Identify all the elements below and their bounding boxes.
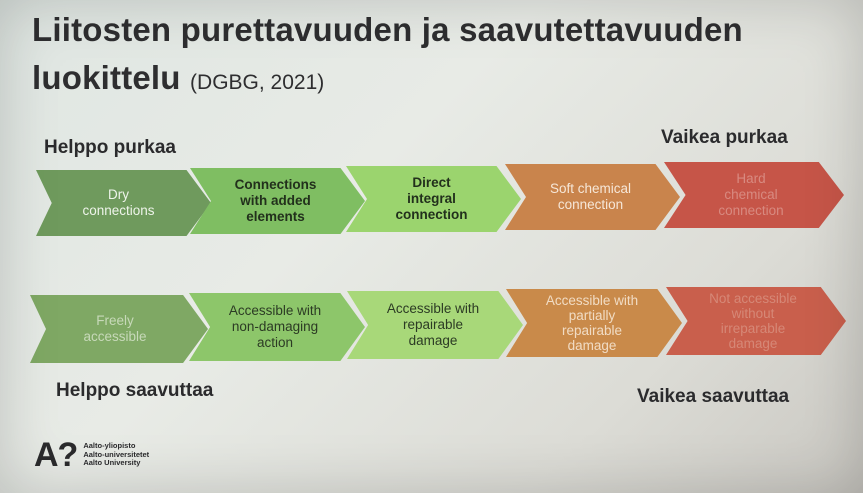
logo-line: Aalto University [83, 458, 141, 468]
title-text: Liitosten purettavuuden ja saavutettavuu… [32, 11, 743, 96]
chevron-line: accessible [83, 329, 147, 344]
chevron-freely-accessible: Freely accessible [30, 295, 208, 363]
chevron-text: Dry connections [82, 187, 154, 219]
chevron-line: Hard [736, 171, 766, 186]
chevron-line: integral [407, 191, 456, 206]
logo-mark: A? [34, 436, 78, 474]
chevron-line: without [731, 306, 775, 321]
chevron-line: Accessible with [228, 303, 322, 318]
chevron-text: Accessible with partially repairable dam… [546, 293, 638, 353]
chevron-soft-chemical: Soft chemical connection [505, 164, 680, 230]
chevron-text: Connections with added elements [235, 177, 317, 225]
logo-line: Aalto-yliopisto [83, 441, 136, 451]
chevron-repairable-damage: Accessible with repairable damage [347, 291, 523, 359]
chevron-line: repairable [402, 317, 464, 332]
chevron-dry-connections: Dry connections [36, 170, 211, 236]
chevron-line: Accessible with [545, 293, 639, 308]
label-easy-access: Helppo saavuttaa [56, 380, 214, 401]
label-hard-disassemble: Vaikea purkaa [661, 127, 788, 148]
chevron-not-accessible: Not accessible without irreparable damag… [666, 287, 846, 355]
chevron-line: connection [395, 207, 468, 222]
chevron-hard-chemical: Hard chemical connection [664, 162, 844, 228]
chevron-line: action [256, 335, 293, 350]
chevron-text: Not accessible without irreparable damag… [709, 291, 797, 351]
chevron-line: connection [718, 203, 784, 218]
chevron-line: damage [728, 336, 778, 351]
chevron-text: Freely accessible [83, 313, 146, 345]
chevron-direct-integral: Direct integral connection [346, 166, 521, 232]
chevron-line: elements [246, 209, 305, 224]
chevron-line: damage [567, 338, 617, 353]
chevron-line: Dry [108, 187, 129, 202]
chevron-line: chemical [724, 187, 778, 202]
aalto-logo: A? Aalto-yliopisto Aalto-universitetet A… [34, 438, 149, 472]
chevron-non-damaging: Accessible with non-damaging action [189, 293, 365, 361]
chevron-text: Hard chemical connection [718, 171, 783, 219]
chevron-line: Connections [234, 177, 317, 192]
chevron-line: connections [82, 203, 155, 218]
logo-line: Aalto-universitetet [83, 449, 150, 459]
chevron-line: partially [568, 308, 616, 323]
chevron-line: irreparable [720, 321, 786, 336]
chevron-text: Soft chemical connection [550, 181, 631, 213]
chevron-line: Soft chemical [549, 181, 632, 196]
chevron-line: repairable [561, 323, 623, 338]
chevron-added-elements: Connections with added elements [190, 168, 365, 234]
chevron-line: connection [557, 197, 624, 212]
slide-title: Liitosten purettavuuden ja saavutettavuu… [32, 6, 832, 107]
chevron-line: Not accessible [709, 291, 797, 306]
chevron-line: damage [408, 333, 458, 348]
chevron-text: Direct integral connection [395, 175, 467, 223]
label-easy-disassemble: Helppo purkaa [44, 137, 176, 158]
chevron-line: Freely [96, 313, 134, 328]
logo-text: Aalto-yliopisto Aalto-universitetet Aalt… [83, 442, 149, 468]
chevron-text: Accessible with repairable damage [387, 301, 479, 349]
chevron-line: Direct [412, 175, 451, 190]
chevron-text: Accessible with non-damaging action [229, 303, 321, 351]
title-source: (DGBG, 2021) [190, 71, 325, 94]
chevron-line: Accessible with [386, 301, 480, 316]
chevron-line: with added [240, 193, 311, 208]
chevron-partially-repairable: Accessible with partially repairable dam… [506, 289, 682, 357]
chevron-line: non-damaging [231, 319, 319, 334]
label-hard-access: Vaikea saavuttaa [637, 386, 790, 407]
